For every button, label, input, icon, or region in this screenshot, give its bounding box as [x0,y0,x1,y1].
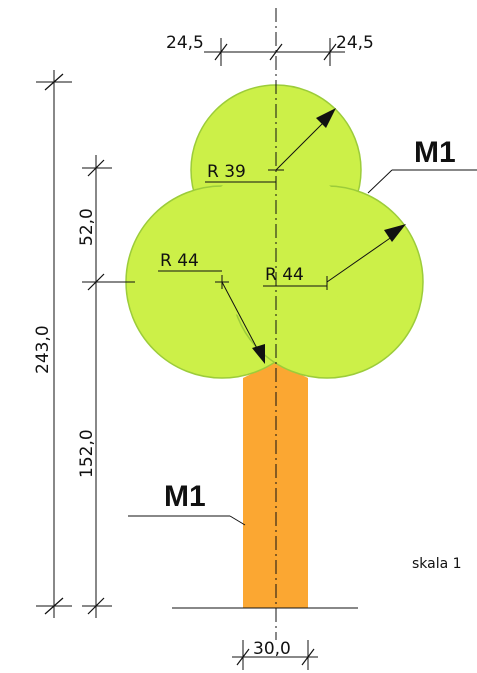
crown-fill-center [196,165,356,325]
top-dim-label-right: 24,5 [336,33,374,53]
tree-trunk [243,362,308,608]
material-trunk-leader [229,515,246,526]
radius-right-arrow-line [326,233,397,283]
radius-left-label: R 44 [160,251,199,271]
overall-height-label: 243,0 [33,325,53,374]
radius-right-label: R 44 [265,265,304,285]
scale-note: skala 1 [412,556,462,572]
radius-top-label: R 39 [207,162,246,182]
radius-top-arrow-line [275,117,329,171]
radius-right-arrowhead [384,224,406,242]
bottom-dim-label: 30,0 [253,639,291,659]
radius-left-arrow-line [221,281,260,353]
tree-crown [125,84,424,379]
material-crown-leader [367,169,393,194]
top-tick-center [269,43,283,61]
radius-left-arrowhead [252,344,265,364]
trunk-height-dim-label: 152,0 [77,429,97,478]
top-dim-label-left: 24,5 [166,33,204,53]
material-crown-label: M1 [414,136,456,169]
material-trunk-label: M1 [164,480,206,513]
crown-lower-dim-label: 52,0 [77,208,97,246]
radius-top-arrowhead [316,108,336,128]
